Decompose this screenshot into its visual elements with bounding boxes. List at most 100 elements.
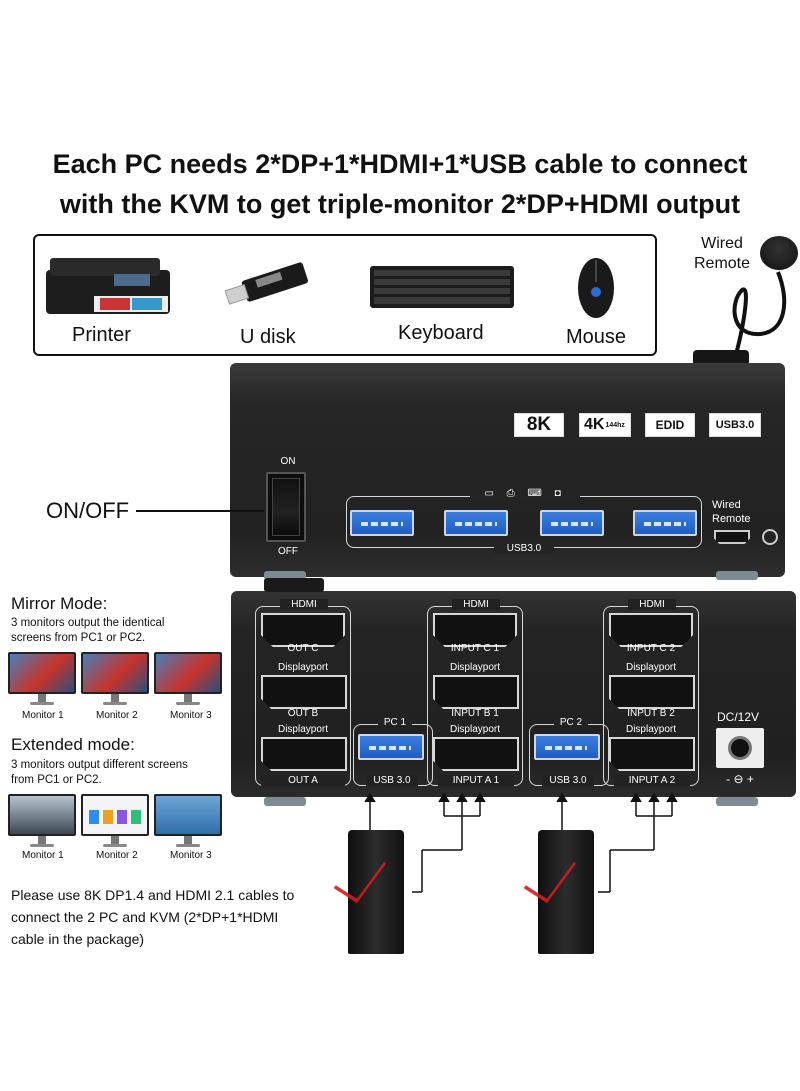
power-switch[interactable] [266,472,306,542]
foot-front-right [716,571,758,580]
mirror-mode-title: Mirror Mode: [11,594,108,613]
input-b2-dp-port[interactable] [609,675,695,709]
foot-front-left [264,571,306,580]
out-c-hdmi-port[interactable] [261,613,345,647]
front-usb-label: USB3.0 [494,543,554,554]
remote-cable-icon [732,271,787,363]
wired-remote-label: Wired Remote [694,234,750,274]
onoff-callout-line [136,510,264,512]
dc-polarity: - ⊖ + [726,772,754,786]
headline-line-1: Each PC needs 2*DP+1*HDMI+1*USB cable to… [52,149,748,179]
front-wired-remote-label: Wired Remote [712,498,752,526]
badge-usb30: USB3.0 [709,413,761,437]
front-usb-icons: ▭ ⎙ ⌨ ◘ [470,488,580,499]
badge-edid: EDID [645,413,695,437]
mirror-monitor-3-label: Monitor 3 [170,710,212,721]
extended-monitor-3-label: Monitor 3 [170,850,212,861]
dc-label: DC/12V [716,710,760,724]
extended-desc-line2: from PC1 or PC2. [11,774,102,786]
input-b1-dp-port[interactable] [433,675,519,709]
mirror-monitor-2-label: Monitor 2 [96,710,138,721]
input-b2-label: INPUT B 2 [627,708,675,719]
input-b2-dp-label: Displayport [625,662,677,673]
extended-mode-desc: 3 monitors output different screens from… [11,758,188,788]
input-a1-dp-label: Displayport [449,724,501,735]
input-c2-label: INPUT C 2 [626,643,676,654]
input-c1-label: INPUT C 1 [450,643,500,654]
mirror-monitor-2 [81,652,149,708]
connection-wires [364,792,678,893]
front-wired-remote-line1: Wired [712,499,741,511]
extended-desc-line1: 3 monitors output different screens [11,759,188,771]
cable-note-line2: connect the 2 PC and KVM (2*DP+1*HDMI [11,909,279,925]
out-a-dp-port[interactable] [261,737,347,771]
mirror-monitor-3 [154,652,222,708]
printer-icon [44,252,174,327]
kvm-front-panel [230,363,785,577]
badge-4k: 4K 144hz [579,413,631,437]
badge-8k: 8K [514,413,564,437]
input-a1-dp-port[interactable] [433,737,519,771]
pc1-hdmi-label: HDMI [452,599,500,610]
pc1-tower-icon [348,830,404,954]
foot-back-left [264,797,306,806]
pc2-usb-label: USB 3.0 [542,775,594,786]
pc1-usb-label: USB 3.0 [366,775,418,786]
remote-jack[interactable] [762,529,778,545]
headline-line-2: with the KVM to get triple-monitor 2*DP+… [59,189,741,219]
cable-note-line3: cable in the package) [11,931,145,947]
peripheral-label-printer: Printer [72,324,131,346]
input-c2-hdmi-port[interactable] [609,613,693,647]
mirror-mode-desc: 3 monitors output the identical screens … [11,616,164,646]
remote-plug [693,350,749,366]
extended-monitor-1-label: Monitor 1 [22,850,64,861]
input-b1-dp-label: Displayport [449,662,501,673]
out-a-label: OUT A [261,775,345,786]
out-a-dp-label: Displayport [277,724,329,735]
pc2-label: PC 2 [554,717,588,728]
out-b-label: OUT B [287,708,319,719]
front-usb-port-4[interactable] [633,510,697,536]
front-usb-port-1[interactable] [350,510,414,536]
peripherals-box [33,234,657,356]
peripheral-label-udisk: U disk [240,326,296,348]
mirror-monitor-1-label: Monitor 1 [22,710,64,721]
out-b-dp-label: Displayport [277,662,329,673]
extended-mode-title: Extended mode: [11,735,135,754]
cable-note: Please use 8K DP1.4 and HDMI 2.1 cables … [11,884,294,950]
out-b-dp-port[interactable] [261,675,347,709]
extended-monitor-2-label: Monitor 2 [96,850,138,861]
out-hdmi-label: HDMI [280,599,328,610]
out-c-label: OUT C [287,643,319,654]
input-b1-label: INPUT B 1 [451,708,499,719]
pc2-usb-port[interactable] [534,734,600,760]
pc1-usb-port[interactable] [358,734,424,760]
extended-monitor-2 [81,794,149,850]
peripheral-label-keyboard: Keyboard [398,322,484,344]
wired-remote-label-line1: Wired [701,235,743,252]
keyboard-icon [368,262,516,319]
mirror-desc-line2: screens from PC1 or PC2. [11,632,146,644]
wired-remote-label-line2: Remote [694,255,751,272]
pc2-hdmi-label: HDMI [628,599,676,610]
input-c1-hdmi-port[interactable] [433,613,517,647]
front-wired-remote-line2: Remote [712,513,751,525]
dc-jack[interactable] [716,728,764,768]
mirror-desc-line1: 3 monitors output the identical [11,617,165,629]
extended-monitor-3 [154,794,222,850]
remote-button-icon[interactable] [760,236,798,270]
power-switch-side [264,578,324,592]
foot-back-right [716,797,758,806]
badge-144hz-text: 144hz [605,421,625,429]
usb-drive-icon [218,262,314,317]
cable-note-line1: Please use 8K DP1.4 and HDMI 2.1 cables … [11,887,295,903]
pc2-tower-icon [538,830,594,954]
switch-off-label: OFF [278,546,298,557]
pc1-label: PC 1 [378,717,412,728]
input-a2-dp-label: Displayport [625,724,677,735]
front-usb-port-3[interactable] [540,510,604,536]
front-usb-port-2[interactable] [444,510,508,536]
input-a2-dp-port[interactable] [609,737,695,771]
remote-port[interactable] [714,530,750,544]
badge-4k-text: 4K [584,416,605,433]
